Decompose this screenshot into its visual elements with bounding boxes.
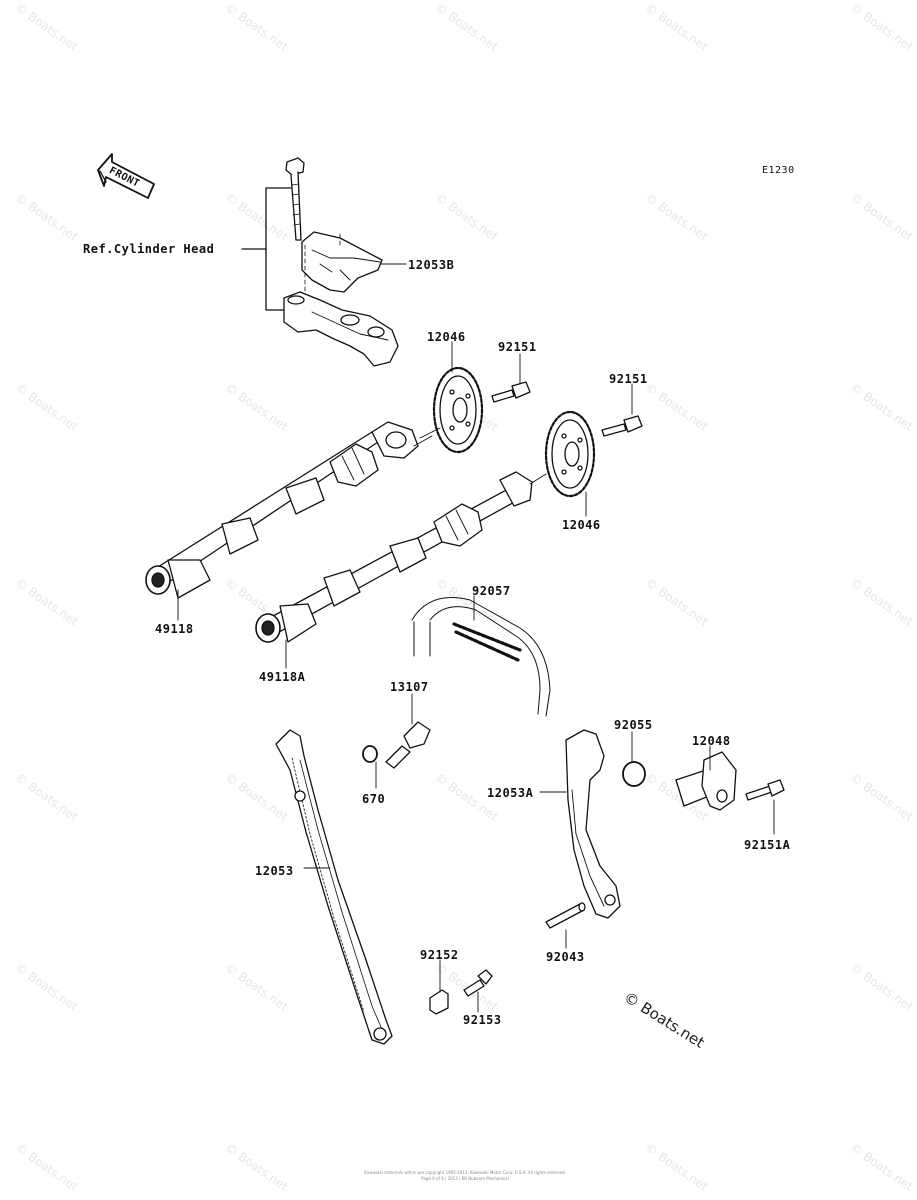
- camshaft-49118a: [255, 471, 533, 643]
- copyright-footer: Kawasaki materials within are copyright …: [350, 1170, 580, 1182]
- pin-92043: [545, 902, 586, 929]
- chain-tensioner-12048: [675, 751, 737, 811]
- part-label-92043[interactable]: 92043: [546, 950, 585, 964]
- ref-cylinder-head-label: Ref.Cylinder Head: [83, 242, 215, 256]
- ref-bracket: [241, 187, 297, 311]
- o-ring-670: [362, 745, 378, 763]
- cam-chain-92057: [411, 597, 551, 717]
- part-label-12053a[interactable]: 12053A: [487, 786, 534, 800]
- cam-holder: [283, 291, 399, 367]
- sprocket-12046-lower: [544, 410, 596, 498]
- chain-guide-12053b: [301, 231, 383, 301]
- part-label-49118[interactable]: 49118: [155, 622, 194, 636]
- page-info-line: Page 9 of 9 | 2013 | K6 Nubeam Mechanica…: [421, 1176, 509, 1181]
- diagram-code: E1230: [762, 165, 795, 176]
- chain-guide-12053: [275, 729, 393, 1045]
- bolt-12053b: [285, 157, 305, 241]
- part-label-92151-lower[interactable]: 92151: [609, 372, 648, 386]
- bolt-92151-upper: [491, 381, 531, 403]
- part-label-92057[interactable]: 92057: [472, 584, 511, 598]
- part-label-12053b[interactable]: 12053B: [408, 258, 455, 272]
- part-label-12046-upper[interactable]: 12046: [427, 330, 466, 344]
- front-arrow-icon: [97, 153, 155, 199]
- bolt-13107: [385, 721, 431, 769]
- part-label-13107[interactable]: 13107: [390, 680, 429, 694]
- part-label-92055[interactable]: 92055: [614, 718, 653, 732]
- part-label-12046-lower[interactable]: 12046: [562, 518, 601, 532]
- part-label-92152[interactable]: 92152: [420, 948, 459, 962]
- part-label-670[interactable]: 670: [362, 792, 386, 806]
- part-label-92151a[interactable]: 92151A: [744, 838, 791, 852]
- camshaft-49118: [145, 421, 433, 599]
- chain-guide-12053a: [565, 729, 621, 919]
- sprocket-12046-upper: [432, 366, 484, 454]
- copyright-line: Kawasaki materials within are copyright …: [364, 1170, 566, 1175]
- leader-lines: [177, 263, 775, 1013]
- collar-92152: [429, 989, 449, 1015]
- part-label-49118a[interactable]: 49118A: [259, 670, 306, 684]
- bolt-92151a: [745, 779, 785, 801]
- part-label-12053[interactable]: 12053: [255, 864, 294, 878]
- bolt-92151-lower: [601, 415, 643, 437]
- bolt-92153: [463, 969, 493, 997]
- part-label-92153[interactable]: 92153: [463, 1013, 502, 1027]
- part-label-12048[interactable]: 12048: [692, 734, 731, 748]
- gasket-92055: [622, 761, 646, 787]
- part-label-92151-upper[interactable]: 92151: [498, 340, 537, 354]
